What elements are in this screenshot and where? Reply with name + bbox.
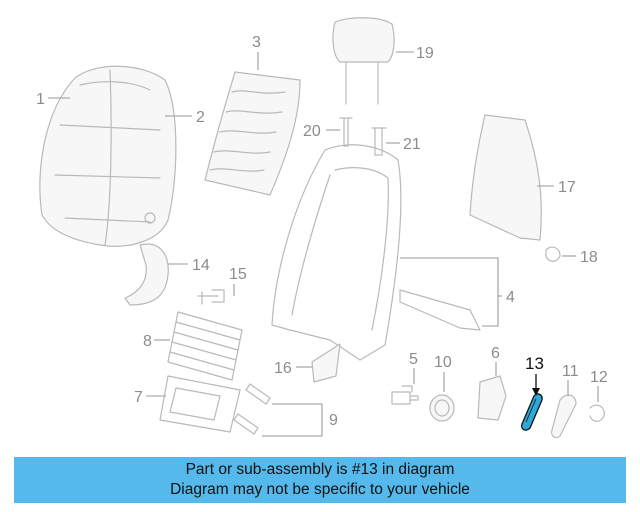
- callout-14: 14: [192, 257, 210, 274]
- part-11-lever: [551, 394, 577, 439]
- banner-line-2: Diagram may not be specific to your vehi…: [170, 481, 470, 498]
- part-19-headrest: [332, 17, 395, 105]
- callout-21: 21: [403, 136, 421, 153]
- callout-1: 1: [36, 91, 45, 108]
- callout-5: 5: [409, 351, 418, 368]
- callout-19: 19: [416, 45, 434, 62]
- info-banner: Part or sub-assembly is #13 in diagram D…: [14, 457, 626, 503]
- callout-10: 10: [434, 354, 452, 371]
- part-13-trim: [521, 393, 543, 431]
- part-4-seatback-frame: [271, 144, 481, 361]
- seat-parts-diagram: 1 2 3 19 20 21 4 17 18: [36, 17, 608, 439]
- callout-line-4: [400, 257, 499, 327]
- part-14-bracket: [124, 243, 169, 306]
- part-9-connectors: [233, 383, 271, 435]
- callout-11: 11: [562, 363, 579, 380]
- part-15-pin: [197, 289, 225, 305]
- part-1-seatback-cover: [39, 65, 177, 247]
- part-5-bolt: [391, 385, 419, 405]
- callout-7: 7: [134, 389, 143, 406]
- part-18-clip: [545, 246, 561, 262]
- callout-17: 17: [558, 179, 576, 196]
- callout-4: 4: [506, 289, 515, 306]
- part-10-knob: [429, 394, 455, 422]
- callout-arrow-13: [532, 388, 540, 396]
- callout-line-9: [262, 403, 323, 437]
- callout-16: 16: [274, 360, 292, 377]
- part-7-lumbar-frame: [159, 375, 241, 433]
- banner-line-1: Part or sub-assembly is #13 in diagram: [185, 461, 455, 478]
- callout-18: 18: [580, 249, 598, 266]
- part-3-seatback-pad: [204, 71, 301, 196]
- part-6-bracket: [477, 375, 507, 421]
- callout-12: 12: [590, 369, 608, 386]
- callout-20: 20: [303, 123, 321, 140]
- part-17-back-panel: [469, 114, 542, 241]
- callout-15: 15: [229, 266, 247, 283]
- callout-8: 8: [143, 333, 152, 350]
- part-12-cap: [589, 404, 605, 422]
- callout-3: 3: [252, 34, 261, 51]
- part-8-lumbar-mat: [167, 311, 243, 381]
- callout-2: 2: [196, 109, 205, 126]
- callout-13: 13: [525, 354, 544, 373]
- part-20-guide: [339, 117, 353, 147]
- callout-6: 6: [491, 345, 500, 362]
- part-21-guide: [371, 127, 387, 156]
- callout-9: 9: [329, 412, 338, 429]
- part-16-cover: [311, 343, 341, 383]
